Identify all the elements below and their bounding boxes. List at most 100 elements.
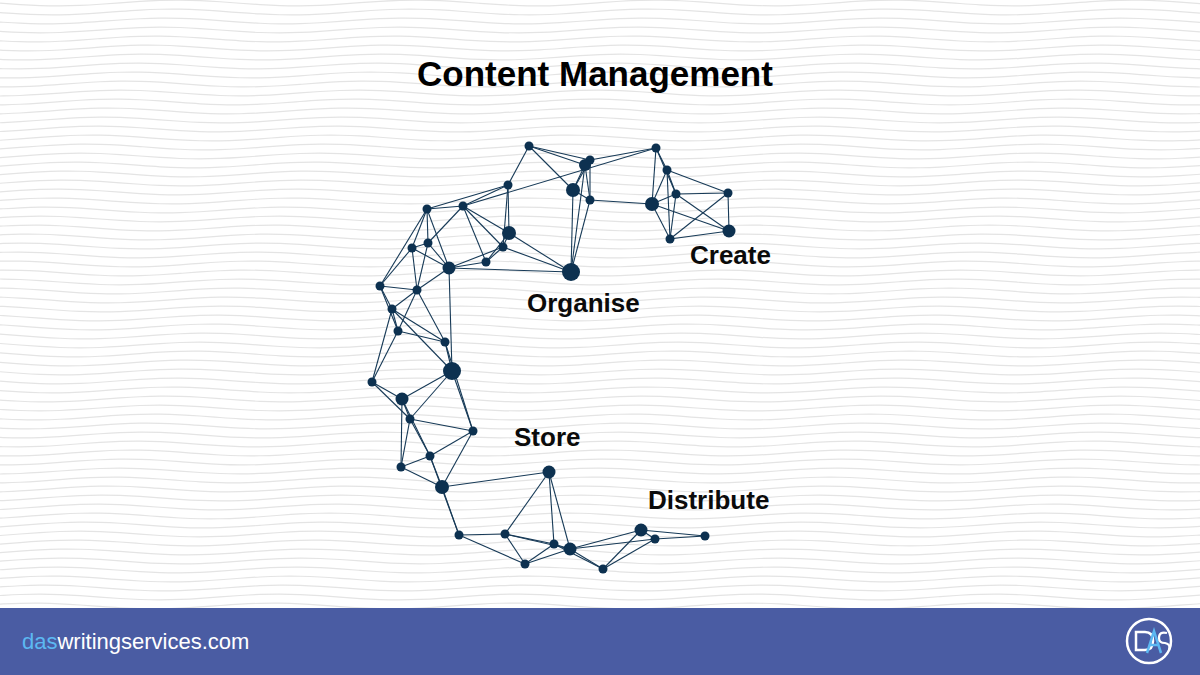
stage-label: Create (690, 242, 771, 268)
network-dot (376, 282, 385, 291)
network-line (667, 170, 670, 239)
logo-s (1159, 633, 1170, 650)
wave-line (0, 405, 1200, 411)
wave-line (0, 477, 1200, 483)
network-line (463, 206, 503, 247)
network-dot (501, 530, 510, 539)
wave-line (0, 594, 1200, 600)
network-line (410, 419, 473, 431)
network-dot (521, 560, 530, 569)
wave-line (0, 36, 1200, 42)
network-dot (413, 286, 422, 295)
network-line (463, 206, 486, 262)
network-line (459, 535, 525, 564)
title: Content Management (417, 56, 773, 91)
network-line (459, 534, 505, 535)
network-dot (701, 532, 710, 541)
network-line (505, 472, 549, 534)
network-dot (424, 239, 433, 248)
stage-label: Organise (527, 290, 640, 316)
network-line (652, 204, 729, 231)
wave-line (0, 549, 1200, 555)
network-line (509, 233, 571, 272)
network-line (398, 331, 445, 342)
network-dot (388, 305, 397, 314)
network-dot (394, 327, 403, 336)
wave-line (0, 585, 1200, 591)
network-line (427, 209, 449, 268)
network-line (505, 534, 525, 564)
site-name-accent: das (22, 631, 57, 653)
wave-line (0, 270, 1200, 276)
network-line (670, 193, 728, 239)
network-dot (423, 205, 432, 214)
wave-line (0, 90, 1200, 96)
network-line (372, 331, 398, 382)
stage-label: Distribute (648, 487, 769, 513)
wave-line (0, 468, 1200, 474)
network-dot (408, 244, 417, 253)
wave-line (0, 135, 1200, 141)
wave-line (0, 558, 1200, 564)
logo (1127, 619, 1171, 663)
network-dot (469, 427, 478, 436)
wave-line (0, 144, 1200, 150)
network-dot (663, 166, 672, 175)
wave-line (0, 378, 1200, 384)
network-line (412, 248, 417, 290)
network-line (676, 194, 729, 231)
network-dot (724, 189, 733, 198)
network-line (380, 286, 417, 290)
wave-line (0, 333, 1200, 339)
network-dot (666, 235, 675, 244)
network-dot (562, 263, 580, 281)
wave-line (0, 324, 1200, 330)
network-line (525, 544, 554, 564)
network-line (641, 530, 705, 536)
wave-line (0, 180, 1200, 186)
network-line (571, 200, 590, 272)
network-line (430, 456, 459, 535)
wave-line (0, 576, 1200, 582)
network-line (670, 194, 676, 239)
network-line (570, 539, 655, 549)
network-line (603, 530, 641, 569)
network-dot (504, 181, 513, 190)
network-line (392, 290, 417, 309)
wave-line (0, 459, 1200, 465)
network-line (525, 549, 570, 564)
wave-line (0, 486, 1200, 492)
network-line (372, 309, 392, 382)
network-dot (368, 378, 377, 387)
network-dot (672, 190, 681, 199)
network-dot (566, 183, 580, 197)
wave-line (0, 243, 1200, 249)
wave-line (0, 441, 1200, 447)
network-line (427, 209, 428, 243)
network-line (549, 472, 570, 549)
wave-line (0, 342, 1200, 348)
network-line (655, 536, 705, 539)
wave-line (0, 396, 1200, 402)
network-line (380, 209, 427, 286)
wave-line (0, 450, 1200, 456)
network-dot (723, 225, 736, 238)
wave-line (0, 522, 1200, 528)
network-line (529, 146, 585, 165)
network-dot (443, 262, 456, 275)
wave-line (0, 126, 1200, 132)
wave-line (0, 360, 1200, 366)
wave-line (0, 171, 1200, 177)
wave-line (0, 279, 1200, 285)
network-dot (435, 480, 449, 494)
network-dot (426, 452, 435, 461)
network-line (529, 146, 590, 160)
network-line (445, 342, 473, 431)
network-dot (406, 415, 415, 424)
network-line (380, 248, 412, 286)
site-name: writingservices.com (57, 631, 249, 653)
wave-line (0, 252, 1200, 258)
network-line (603, 539, 655, 569)
wave-line (0, 414, 1200, 420)
logo-ring (1127, 619, 1171, 663)
